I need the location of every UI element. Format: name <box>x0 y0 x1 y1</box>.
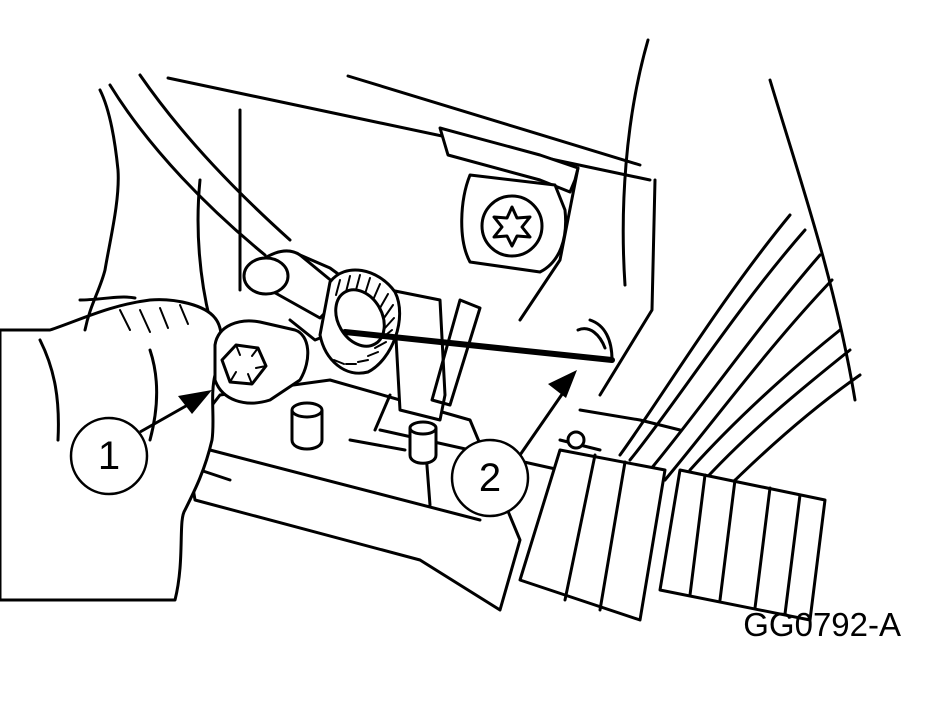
callout-1-circle <box>69 416 149 496</box>
hex-bolt <box>220 343 268 386</box>
locating-post-right <box>408 420 438 465</box>
electrical-connector-left <box>518 448 667 622</box>
hand-left <box>0 88 223 602</box>
callout-1: 1 <box>69 390 212 496</box>
torx-screw <box>480 194 544 258</box>
housing-outline <box>166 38 857 402</box>
knurled-nut <box>318 268 402 375</box>
callout-2: 2 <box>450 370 577 518</box>
guide-bracket <box>388 288 482 422</box>
pointer-rod <box>342 318 615 363</box>
callout-2-label: 2 <box>479 456 501 500</box>
callout-2-circle <box>450 438 530 518</box>
locating-post-left <box>290 401 324 451</box>
callout-1-label: 1 <box>98 434 120 478</box>
wiring-harness <box>558 213 862 497</box>
figure-code: GG0792-A <box>743 606 901 643</box>
electrical-connector-right <box>658 468 827 622</box>
